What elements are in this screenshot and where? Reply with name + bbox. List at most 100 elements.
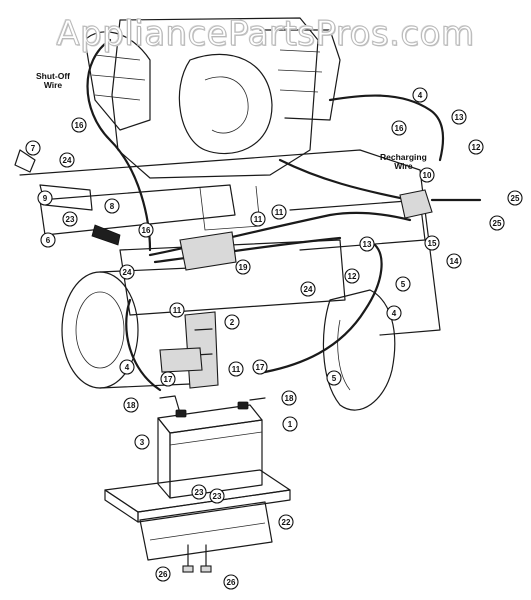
callout-number: 11	[173, 306, 182, 315]
callout-12b: 12	[344, 268, 360, 284]
callout-13a: 13	[451, 109, 467, 125]
callout-26a: 26	[155, 566, 171, 582]
callout-number: 5	[401, 280, 406, 289]
callout-12a: 12	[468, 139, 484, 155]
callout-4a: 4	[412, 87, 428, 103]
callout-16a: 16	[71, 117, 87, 133]
callout-3: 3	[134, 434, 150, 450]
callout-number: 18	[127, 401, 136, 410]
callout-number: 15	[428, 239, 437, 248]
callout-7: 7	[25, 140, 41, 156]
callout-number: 22	[282, 518, 291, 527]
recharging-wire-label-line1: Recharging	[380, 152, 427, 162]
callout-number: 23	[213, 492, 222, 501]
callout-number: 4	[392, 309, 397, 318]
callout-number: 16	[75, 121, 84, 130]
callout-11d: 11	[228, 361, 244, 377]
callout-23c: 23	[209, 488, 225, 504]
right-wheel	[322, 289, 396, 411]
callout-4b: 4	[386, 305, 402, 321]
left-harness-parts	[14, 149, 121, 246]
callout-4c: 4	[119, 359, 135, 375]
callout-number: 1	[288, 420, 293, 429]
callout-number: 23	[195, 488, 204, 497]
callout-number: 17	[256, 363, 265, 372]
shutoff-wire	[86, 38, 152, 252]
callout-11c: 11	[169, 302, 185, 318]
callout-number: 13	[363, 240, 372, 249]
callout-19: 19	[235, 259, 251, 275]
callout-number: 5	[332, 374, 337, 383]
callout-14: 14	[446, 253, 462, 269]
callout-number: 19	[239, 263, 248, 272]
battery-cables	[125, 243, 383, 392]
callout-2: 2	[224, 314, 240, 330]
callout-number: 24	[63, 156, 72, 165]
callout-number: 10	[423, 171, 432, 180]
callouts: 1 2 3 4 4 4 5 5 6 7 8 9 10 11 11 11 11 1…	[25, 87, 523, 590]
callout-number: 2	[230, 318, 235, 327]
callout-25b: 25	[489, 215, 505, 231]
callout-18b: 18	[281, 390, 297, 406]
callout-6: 6	[40, 232, 56, 248]
shutoff-wire-label-line2: Wire	[43, 80, 63, 90]
callout-number: 24	[304, 285, 313, 294]
callout-25a: 25	[507, 190, 523, 206]
callout-number: 24	[123, 268, 132, 277]
callout-number: 14	[450, 257, 459, 266]
callout-24a: 24	[59, 152, 75, 168]
callout-24b: 24	[119, 264, 135, 280]
callout-number: 26	[227, 578, 236, 587]
callout-23b: 23	[191, 484, 207, 500]
callout-number: 11	[275, 208, 284, 217]
callout-number: 25	[511, 194, 520, 203]
callout-number: 7	[31, 144, 36, 153]
callout-number: 11	[254, 215, 263, 224]
battery-tray	[104, 469, 291, 561]
callout-number: 8	[110, 202, 115, 211]
callout-number: 18	[285, 394, 294, 403]
callout-16b: 16	[391, 120, 407, 136]
recharging-wire-label: Recharging Wire	[380, 153, 427, 171]
callout-13b: 13	[359, 236, 375, 252]
callout-26b: 26	[223, 574, 239, 590]
callout-5a: 5	[395, 276, 411, 292]
callout-10: 10	[419, 167, 435, 183]
shutoff-wire-label-line1: Shut-Off	[36, 71, 70, 81]
callout-number: 23	[66, 215, 75, 224]
callout-22: 22	[278, 514, 294, 530]
recharging-wire	[278, 94, 445, 202]
engine-block	[84, 17, 341, 179]
callout-17b: 17	[252, 359, 268, 375]
callout-23a: 23	[62, 211, 78, 227]
callout-number: 6	[46, 236, 51, 245]
callout-number: 3	[140, 438, 145, 447]
callout-11a: 11	[250, 211, 266, 227]
battery	[157, 395, 266, 499]
callout-17a: 17	[160, 371, 176, 387]
chassis-frame	[19, 149, 441, 336]
callout-number: 16	[395, 124, 404, 133]
recharging-wire-label-line2: Wire	[394, 161, 413, 171]
battery-bracket	[159, 311, 219, 389]
callout-number: 16	[142, 226, 151, 235]
callout-number: 13	[455, 113, 464, 122]
solenoid	[399, 189, 482, 219]
callout-number: 4	[418, 91, 423, 100]
callout-8: 8	[104, 198, 120, 214]
callout-number: 17	[164, 375, 173, 384]
callout-1: 1	[282, 416, 298, 432]
harness	[148, 211, 412, 271]
callout-9: 9	[37, 190, 53, 206]
callout-number: 26	[159, 570, 168, 579]
callout-16c: 16	[138, 222, 154, 238]
callout-number: 12	[348, 272, 357, 281]
left-wheel	[61, 267, 191, 389]
bolts	[182, 544, 212, 573]
callout-number: 25	[493, 219, 502, 228]
callout-number: 11	[232, 365, 241, 374]
watermark: AppliancePartsPros.com	[56, 14, 475, 55]
callout-number: 4	[125, 363, 130, 372]
callout-24c: 24	[300, 281, 316, 297]
